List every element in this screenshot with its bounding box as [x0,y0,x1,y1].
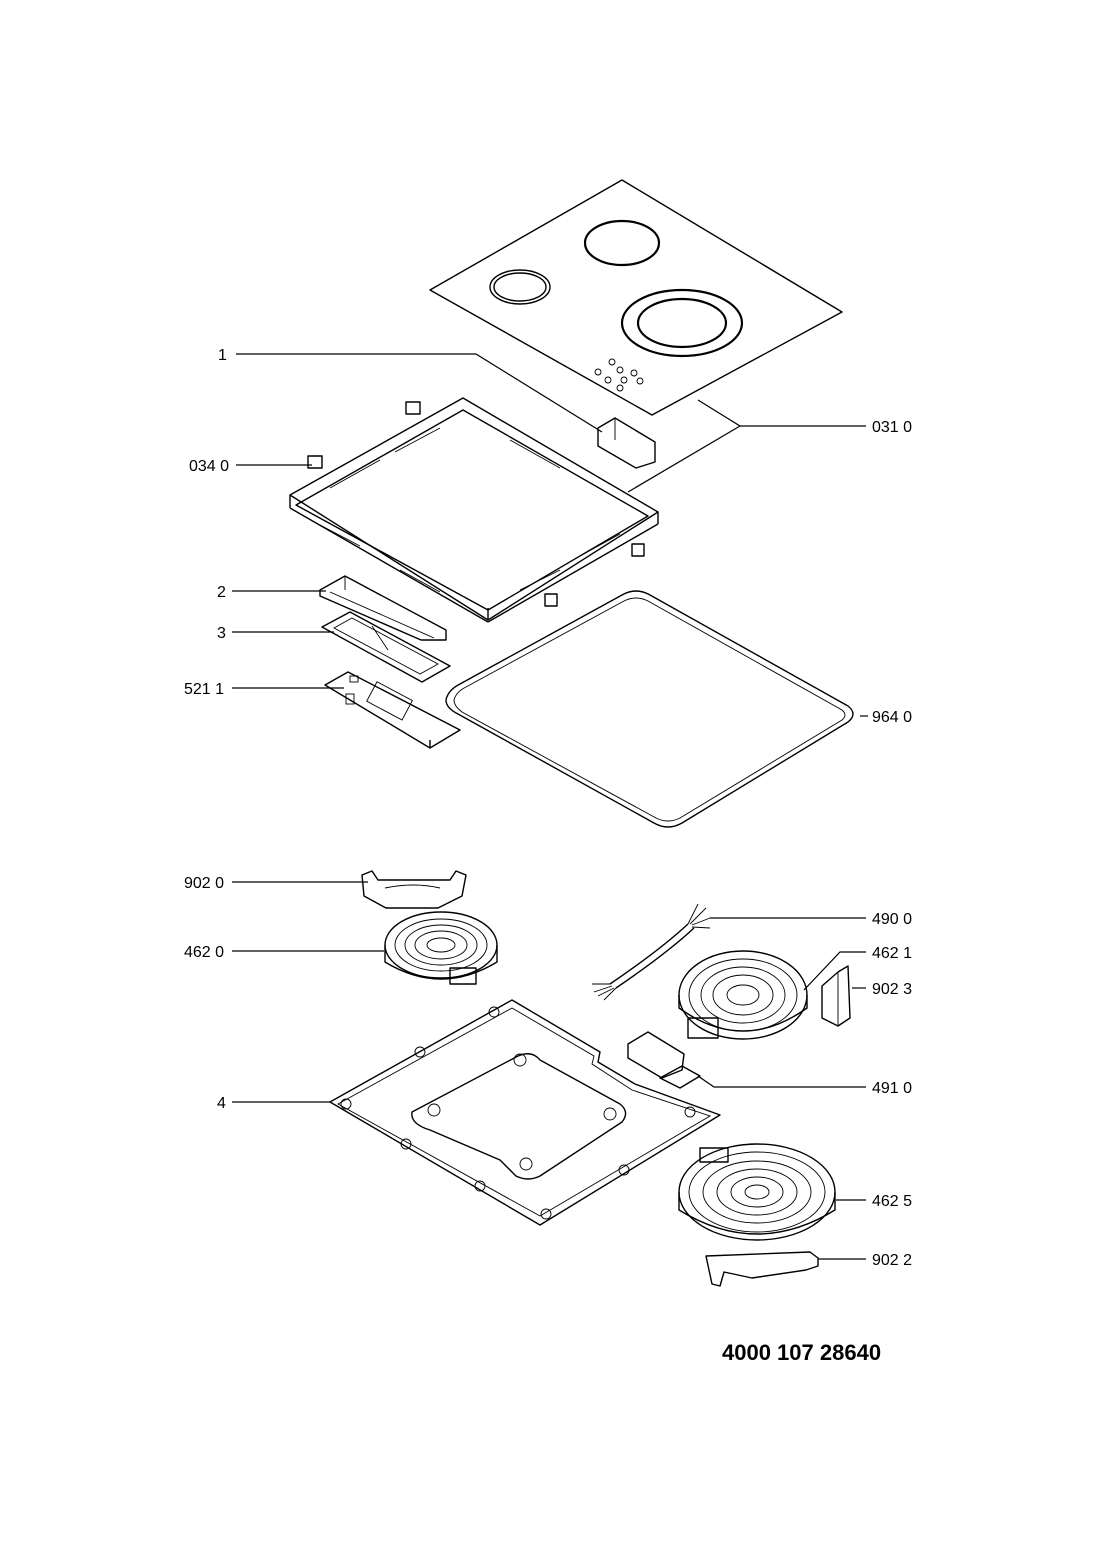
terminal-block-part [627,1031,701,1089]
callout-2: 2 [217,584,226,601]
callout-902-2: 902 2 [872,1252,912,1269]
gasket-part [445,590,854,828]
callout-902-3: 902 3 [872,981,912,998]
control-board-part [324,671,461,749]
clip-part [307,401,645,607]
callout-490-0: 490 0 [872,911,912,928]
document-code: 4000 107 28640 [722,1340,882,1365]
base-tray-part [329,999,721,1226]
callout-labels: 1 031 0 034 0 2 3 521 1 964 0 902 0 490 … [184,347,912,1269]
wire-bundle-part [592,903,711,1001]
callout-1: 1 [218,347,227,364]
leader-lines [232,353,868,1260]
frame-part [289,397,659,623]
heater-bracket-bottom-part [705,1251,819,1287]
side-bracket-part [821,965,851,1027]
callout-031-0: 031 0 [872,419,912,436]
heater-bracket-top-part [361,870,467,909]
glass-cooktop-part [429,179,843,416]
callout-3: 3 [217,625,226,642]
callout-462-0: 462 0 [184,944,224,961]
callout-964-0: 964 0 [872,709,912,726]
callout-462-1: 462 1 [872,945,912,962]
control-frame-part [321,611,451,683]
callout-462-5: 462 5 [872,1193,912,1210]
callout-521-1: 521 1 [184,681,224,698]
radiant-heater-small-part [384,911,498,985]
callout-902-0: 902 0 [184,875,224,892]
callout-4: 4 [217,1095,226,1112]
radiant-heater-medium-part [678,950,808,1040]
callout-491-0: 491 0 [872,1080,912,1097]
support-bar-part [319,575,447,641]
callout-034-0: 034 0 [189,458,229,475]
bracket-part [597,417,656,469]
radiant-heater-large-part [678,1143,836,1241]
